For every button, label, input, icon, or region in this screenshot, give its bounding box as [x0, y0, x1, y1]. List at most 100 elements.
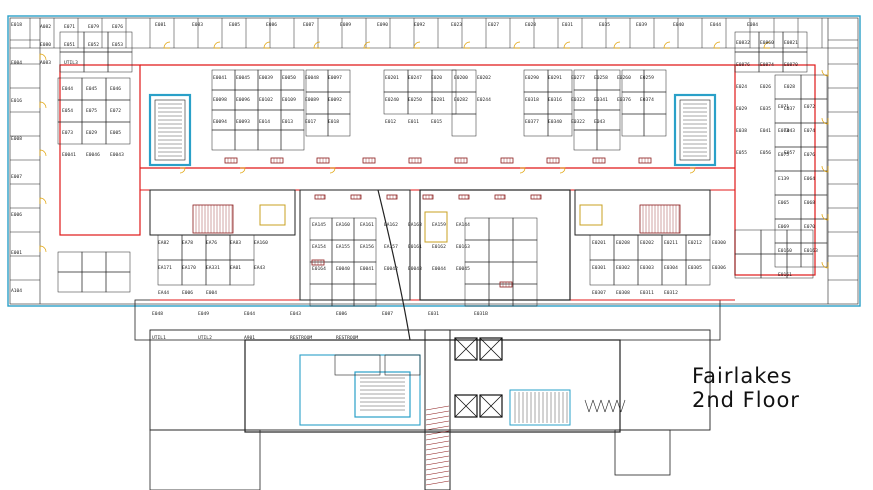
door-swing [179, 167, 186, 174]
room-label: E0162 [432, 244, 446, 250]
room-label: E023 [451, 22, 462, 28]
service-core [244, 339, 621, 433]
room-label: E0092 [328, 97, 342, 103]
office [734, 253, 762, 279]
office [643, 91, 667, 115]
room-label: E0876 [736, 62, 750, 68]
office [327, 91, 351, 115]
room-label: A083 [40, 60, 51, 66]
room-label: EA156 [360, 244, 374, 250]
door-swing [213, 41, 221, 49]
office [309, 283, 333, 307]
room-label: E0291 [548, 75, 562, 81]
desk-marker [530, 194, 542, 200]
door-swing [463, 41, 471, 49]
room-label: E0097 [328, 75, 342, 81]
room-label: E0305 [688, 265, 702, 271]
office [488, 239, 514, 263]
south-wing [149, 329, 711, 431]
room-label: E0212 [688, 240, 702, 246]
room-label: E0201 [385, 75, 399, 81]
room-label: E016 [11, 98, 22, 104]
door-swing [513, 41, 521, 49]
office [547, 69, 573, 93]
room-label: E065 [778, 200, 789, 206]
room-label: E0050 [282, 75, 296, 81]
office [488, 217, 514, 241]
stairwell-south [354, 371, 411, 418]
office [229, 234, 255, 261]
room-label: E005 [110, 130, 121, 136]
room-label: E0312 [664, 290, 678, 296]
room-label: EA162 [384, 222, 398, 228]
office [451, 91, 477, 115]
office [800, 218, 828, 244]
room-label: E0089 [305, 97, 319, 103]
office [327, 69, 351, 93]
door-swing [39, 101, 47, 109]
office [81, 271, 107, 293]
room-label: E070 [804, 224, 815, 230]
room-label: E004 [11, 60, 22, 66]
office [661, 234, 687, 261]
office [107, 31, 133, 53]
room-label: E043 [784, 128, 795, 134]
room-label: E006 [11, 212, 22, 218]
room-label: E006 [182, 290, 193, 296]
office [637, 259, 663, 286]
room-label: E0307 [592, 290, 606, 296]
office [685, 234, 711, 261]
room-label: E020 [431, 75, 442, 81]
shaft-hatch [425, 425, 450, 431]
shaft-hatch [425, 470, 450, 476]
office [800, 74, 828, 100]
room-label: E0259 [640, 75, 654, 81]
desk-marker [422, 194, 434, 200]
room-label: EA78 [182, 240, 193, 246]
office [596, 129, 621, 151]
office [280, 129, 305, 151]
office [685, 259, 711, 286]
shaft-hatch [425, 445, 450, 451]
room-label: EA161 [360, 222, 374, 228]
room-label: E035 [599, 22, 610, 28]
room-label: EA144 [456, 222, 470, 228]
room-label: E073 [62, 130, 73, 136]
room-label: E029 [736, 106, 747, 112]
room-label: E0109 [282, 97, 296, 103]
stairwell-south-2 [509, 389, 571, 426]
room-label: E018 [11, 22, 22, 28]
shaft-hatch [425, 435, 450, 441]
office [451, 69, 477, 93]
room-label: E0250 [408, 97, 422, 103]
room-label: E0044 [432, 266, 446, 272]
elevator-x [479, 337, 503, 361]
office [573, 129, 598, 151]
room-label: E0277 [571, 75, 585, 81]
room-label: E026 [760, 84, 771, 90]
office [305, 69, 329, 93]
office [488, 261, 514, 285]
stair-inner [154, 99, 186, 161]
office [353, 261, 377, 285]
room-label: EA160 [336, 222, 350, 228]
kitchen [259, 204, 286, 226]
room-label: EA76 [206, 240, 217, 246]
office [464, 217, 490, 241]
restroom-label-box [384, 354, 421, 376]
room-label: E0341 [594, 97, 608, 103]
room-label: E052 [88, 42, 99, 48]
room-label: E0376 [617, 97, 631, 103]
door-swing [821, 213, 829, 221]
door-swing [821, 69, 829, 77]
office [157, 234, 183, 261]
room-label: E014 [259, 119, 270, 125]
room-label: E087 [303, 22, 314, 28]
office [774, 170, 802, 196]
desk-marker [458, 194, 470, 200]
room-label: E0300 [712, 240, 726, 246]
east-service-block [574, 189, 711, 236]
office [512, 283, 538, 307]
room-label: E043 [594, 119, 605, 125]
